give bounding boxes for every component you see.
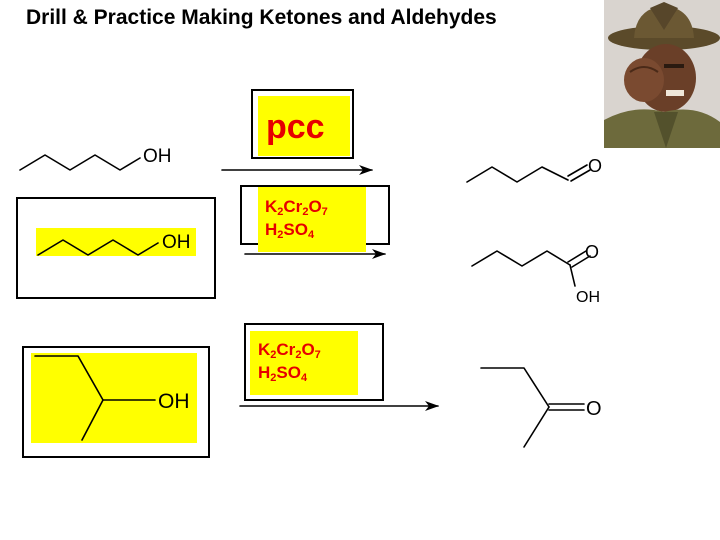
slide-title: Drill & Practice Making Ketones and Alde… (26, 6, 497, 29)
reactant-box-2 (16, 197, 216, 299)
reagent-highlight-pcc (258, 96, 350, 156)
reactant-3-oh-label: OH (158, 390, 190, 413)
drill-sergeant-image (604, 0, 720, 148)
reagent-line-h2so4: H2SO4 (258, 363, 308, 384)
reactant-2-skeleton (37, 239, 159, 256)
reactant-1-oh-label: OH (143, 146, 172, 167)
reactant-2-oh-label: OH (162, 232, 191, 253)
reagent-pcc: pcc (266, 108, 325, 146)
reagent-dichromate-3: K2Cr2O7 H2SO4 (258, 338, 321, 384)
product-2-skeleton (471, 250, 571, 267)
reactant-box-3 (22, 346, 210, 458)
product-2-oh-label: OH (576, 289, 600, 306)
reagent-dichromate-2: K2Cr2O7 H2SO4 (265, 195, 328, 241)
reagent-highlight-2 (258, 187, 366, 252)
product-3-o-label: O (586, 398, 602, 420)
product-1-o-label: O (588, 156, 602, 176)
reactant-3-skeleton (34, 355, 156, 401)
product-2-o-label: O (585, 242, 599, 262)
product-1-skeleton (466, 166, 569, 183)
reagent-box-3 (244, 323, 384, 401)
reagent-box-pcc (251, 89, 354, 159)
reactant-1-skeleton (19, 154, 141, 171)
reagent-line-k2cr2o7: K2Cr2O7 (265, 197, 328, 218)
reactant-highlight-3 (31, 353, 197, 443)
reagent-highlight-3 (250, 331, 358, 395)
drill-sergeant-photo (604, 0, 720, 148)
reagent-line-k2cr2o7: K2Cr2O7 (258, 340, 321, 361)
product-3-skeleton (480, 367, 550, 408)
reagent-line-h2so4: H2SO4 (265, 220, 315, 241)
